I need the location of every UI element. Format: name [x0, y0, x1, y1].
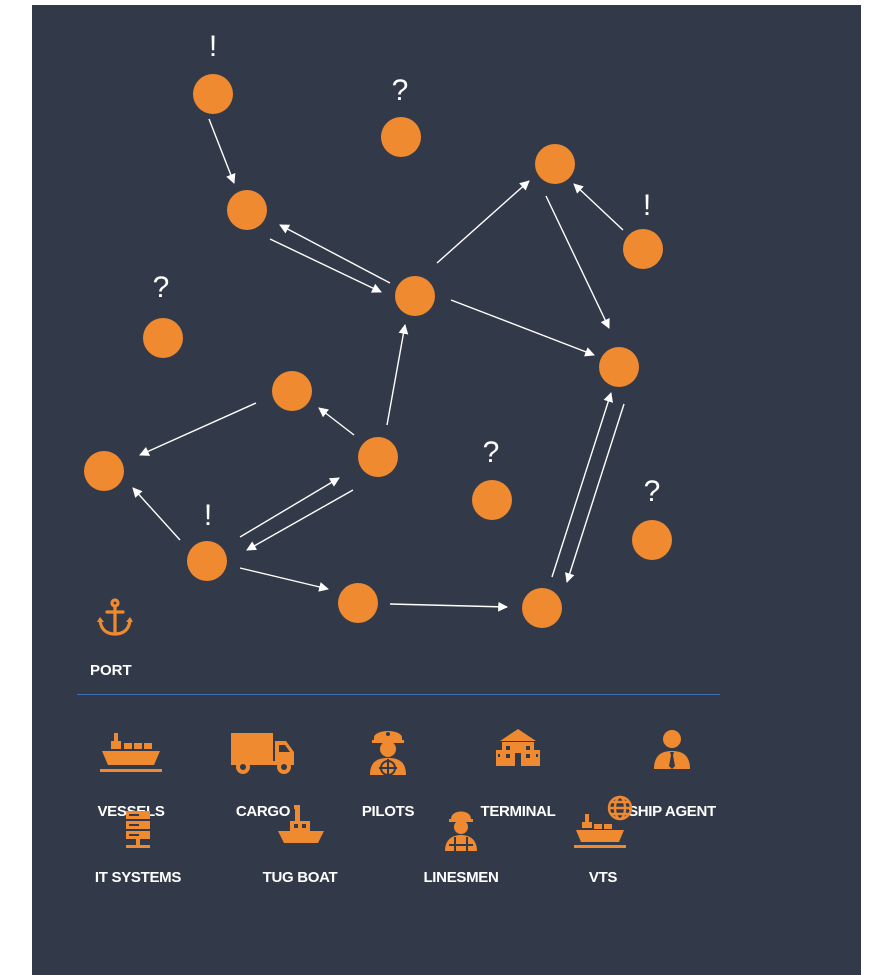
- legend-label-cargo: CARGO: [235, 803, 291, 820]
- legend-cargo: CARGO: [188, 725, 338, 820]
- edge: [450, 299, 595, 357]
- anchor-icon: [97, 598, 133, 636]
- legend-label-vts: VTS: [588, 869, 618, 886]
- edges: [132, 118, 625, 612]
- question-mark: ?: [392, 74, 409, 107]
- edge: [386, 324, 409, 426]
- legend-pilots: PILOTS: [313, 725, 463, 820]
- terminal-building-icon: [496, 729, 540, 766]
- node: [193, 74, 233, 114]
- legend-tug-boat: TUG BOAT: [225, 797, 375, 886]
- edge: [139, 402, 257, 456]
- node: [535, 144, 575, 184]
- node: [187, 541, 227, 581]
- exclamation-mark: !: [204, 499, 212, 532]
- edge: [551, 392, 613, 578]
- edge: [269, 238, 382, 293]
- port-label: PORT: [90, 662, 132, 679]
- legend-vessels: VESSELS: [56, 725, 206, 820]
- vessel-icon: [100, 733, 162, 772]
- divider: [77, 694, 720, 695]
- node: [272, 371, 312, 411]
- legend-terminal: TERMINAL: [443, 725, 593, 820]
- edge: [436, 180, 530, 264]
- edge: [545, 195, 610, 329]
- node: [623, 229, 663, 269]
- edge: [565, 403, 625, 583]
- node: [358, 437, 398, 477]
- node: [395, 276, 435, 316]
- legend-label-it-systems: IT SYSTEMS: [94, 869, 182, 886]
- status-marks: ! ? ! ? ? ? !: [153, 30, 661, 532]
- nodes: [84, 74, 672, 628]
- question-mark: ?: [644, 475, 661, 508]
- node: [84, 451, 124, 491]
- legend-it-systems: IT SYSTEMS: [63, 797, 213, 886]
- question-mark: ?: [153, 271, 170, 304]
- pilot-icon: [370, 731, 406, 777]
- legend-label-ship-agent: SHIP AGENT: [628, 803, 716, 820]
- node: [381, 117, 421, 157]
- tugboat-icon: [278, 805, 324, 843]
- node: [522, 588, 562, 628]
- edge: [132, 487, 181, 541]
- edge: [246, 489, 354, 551]
- legend-label-linesmen: LINESMEN: [423, 869, 499, 886]
- node: [338, 583, 378, 623]
- legend-linesmen: LINESMEN: [386, 797, 536, 886]
- legend-vts: VTS: [528, 792, 678, 886]
- question-mark: ?: [483, 436, 500, 469]
- exclamation-mark: !: [209, 30, 217, 63]
- truck-icon: [231, 733, 294, 774]
- edge: [279, 224, 391, 284]
- server-icon: [126, 811, 150, 848]
- edge: [239, 477, 340, 538]
- linesman-icon: [445, 811, 477, 851]
- node: [143, 318, 183, 358]
- agent-icon: [654, 730, 690, 769]
- edge: [318, 407, 355, 436]
- legend-ship-agent: SHIP AGENT: [597, 725, 747, 820]
- legend-label-terminal: TERMINAL: [480, 803, 556, 820]
- exclamation-mark: !: [643, 189, 651, 222]
- edge: [573, 183, 624, 231]
- diagram-panel: [32, 5, 861, 975]
- legend-label-pilots: PILOTS: [361, 803, 415, 820]
- node: [599, 347, 639, 387]
- node: [227, 190, 267, 230]
- ship-globe-icon: [574, 795, 633, 848]
- edge: [389, 601, 508, 612]
- node: [472, 480, 512, 520]
- node: [632, 520, 672, 560]
- legend-label-tug-boat: TUG BOAT: [262, 869, 338, 886]
- edge: [239, 567, 329, 592]
- edge: [208, 118, 236, 184]
